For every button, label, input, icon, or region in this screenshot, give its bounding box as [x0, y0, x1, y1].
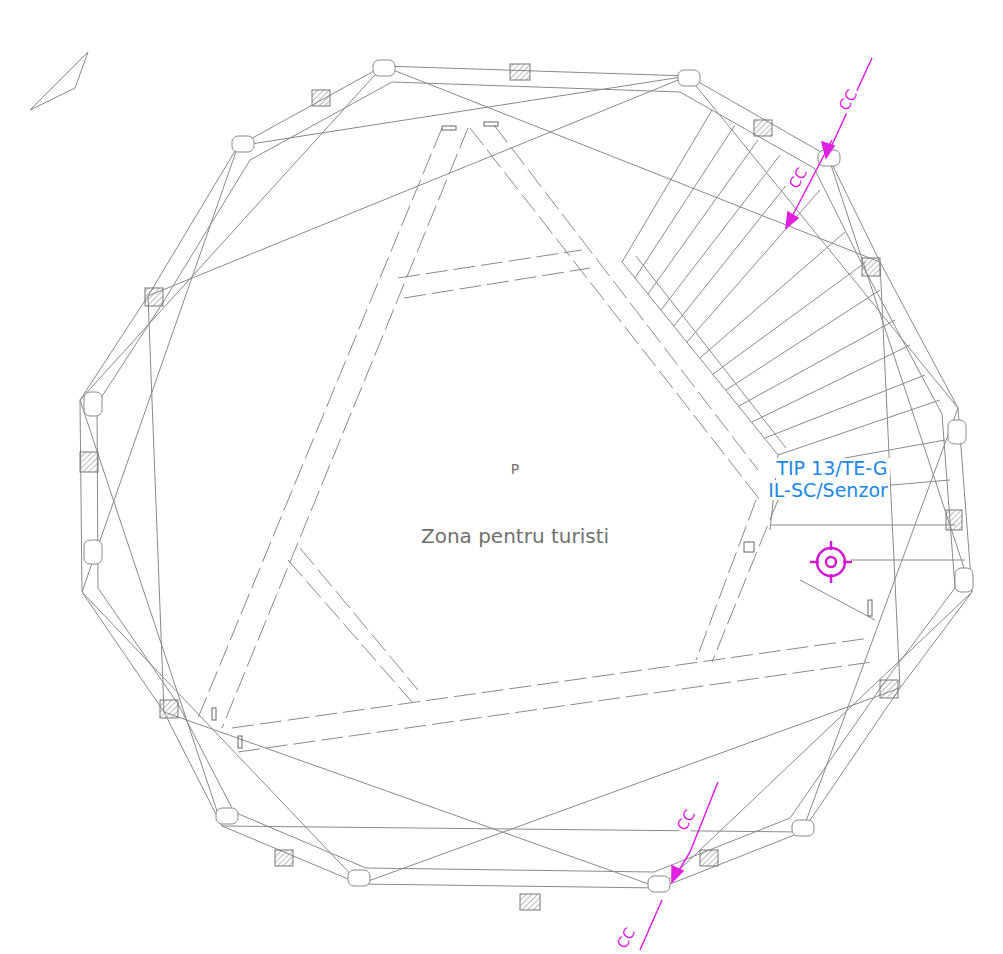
device-type: TIP 13/TE-G: [774, 458, 889, 479]
device-name: IL-SC/Senzor: [766, 480, 890, 501]
section-mark: CC: [613, 923, 640, 953]
room-code: P: [509, 462, 521, 477]
room-name: Zona pentru turisti: [419, 525, 611, 547]
